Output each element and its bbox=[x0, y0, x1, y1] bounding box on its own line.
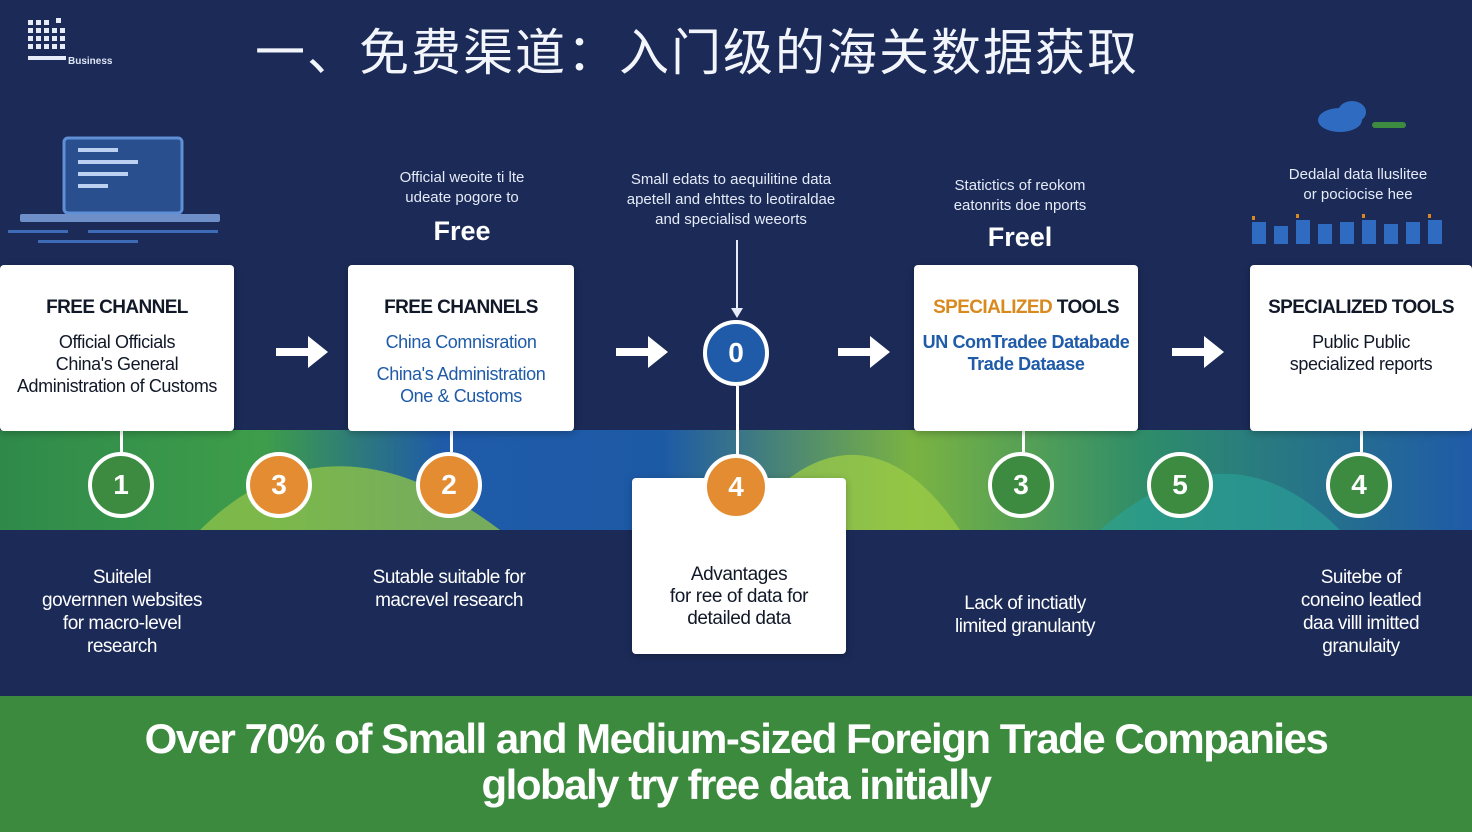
card-body: UN ComTradee Databade Trade Dataase bbox=[914, 331, 1138, 375]
top-label-3: Statictics of reokom eatonrits doe nport… bbox=[920, 176, 1120, 216]
top-label-line: Statictics of reokom bbox=[954, 177, 1086, 194]
card-specialized-tools-1: SPECIALIZED TOOLS UN ComTradee Databade … bbox=[914, 265, 1138, 431]
bottom-label-line: Suitelel bbox=[92, 567, 152, 588]
bottom-label-line: macrevel research bbox=[375, 590, 523, 611]
card-body: Official Officials China's General Admin… bbox=[0, 331, 234, 397]
card-line: UN ComTradee Databade bbox=[922, 332, 1130, 352]
bottom-label-line: research bbox=[87, 636, 157, 657]
card-line: Public Public bbox=[1312, 332, 1410, 352]
card-line: for ree of data for bbox=[669, 586, 809, 607]
bottom-label-line: limited granulanty bbox=[955, 616, 1095, 637]
card-line: detailed data bbox=[687, 608, 791, 629]
card-body: China Comnisration China's Administratio… bbox=[348, 331, 574, 407]
step-circle-4: 0 bbox=[703, 320, 769, 386]
bar-chart-icon bbox=[1252, 214, 1442, 244]
arrow-right-icon bbox=[838, 336, 890, 368]
footer-line-2: globaly try free data initially bbox=[481, 761, 993, 808]
logo-text: Business bbox=[68, 56, 113, 67]
bottom-label-line: governnen websites bbox=[42, 590, 203, 611]
card-heading: FREE CHANNEL bbox=[46, 297, 188, 318]
arrow-down-icon bbox=[731, 308, 743, 318]
top-label-line: apetell and ehttes to leotiraldae bbox=[626, 191, 836, 208]
top-label-line: Dedalal data lluslitee bbox=[1288, 166, 1428, 183]
card-line: Administration of Customs bbox=[16, 376, 218, 396]
step-circle-7: 5 bbox=[1147, 452, 1213, 518]
card-specialized-tools-2: SPECIALIZED TOOLS Public Public speciali… bbox=[1250, 265, 1472, 431]
card-line: Advantages bbox=[690, 564, 788, 585]
laptop-icon bbox=[8, 136, 220, 243]
card-advantages: Advantages for ree of data for detailed … bbox=[632, 478, 846, 654]
card-body: Advantages for ree of data for detailed … bbox=[632, 564, 846, 630]
bottom-label-line: Sutable suitable for bbox=[372, 567, 526, 588]
bottom-label-line: Suitebe of bbox=[1320, 567, 1402, 588]
page-title: 一、免费渠道：入门级的海关数据获取 bbox=[255, 24, 1139, 82]
card-line: Trade Dataase bbox=[967, 354, 1085, 374]
card-heading: FREE CHANNELS bbox=[384, 297, 538, 318]
top-label-line: Small edats to aequilitine data bbox=[630, 171, 832, 188]
bottom-label-line: Lack of inctiatly bbox=[964, 593, 1086, 614]
card-line: Official Officials bbox=[58, 332, 176, 352]
card-line: One & Customs bbox=[400, 386, 522, 406]
card-body: Public Public specialized reports bbox=[1250, 331, 1472, 375]
top-label-2: Small edats to aequilitine data apetell … bbox=[596, 170, 866, 230]
footer-line-1: Over 70% of Small and Medium-sized Forei… bbox=[144, 715, 1329, 762]
bottom-label-1: Suitelel governnen websites for macro-le… bbox=[0, 566, 244, 658]
card-heading: SPECIALIZED TOOLS bbox=[1268, 297, 1454, 318]
top-label-line: Official weoite ti lte bbox=[399, 169, 525, 186]
card-line: China Comnisration bbox=[385, 332, 537, 352]
bottom-label-line: granulaity bbox=[1322, 636, 1400, 657]
top-label-4: Dedalal data lluslitee or pociocise hee bbox=[1258, 165, 1458, 205]
arrow-right-icon bbox=[1172, 336, 1224, 368]
step-circle-2: 3 bbox=[246, 452, 312, 518]
free-label-3: Freel bbox=[987, 222, 1053, 252]
bottom-label-line: for macro-level bbox=[62, 613, 182, 634]
connector-line bbox=[120, 430, 123, 452]
step-circle-6: 3 bbox=[988, 452, 1054, 518]
connector-line bbox=[736, 386, 739, 456]
bottom-label-line: daa villl imitted bbox=[1302, 613, 1420, 634]
free-label-1: Free bbox=[433, 216, 491, 246]
connector-line bbox=[450, 430, 453, 452]
top-label-line: udeate pogore to bbox=[405, 189, 519, 206]
step-circle-5: 4 bbox=[703, 454, 769, 520]
connector-line bbox=[1360, 430, 1363, 452]
cloud-icon bbox=[1318, 101, 1406, 132]
step-circle-3: 2 bbox=[416, 452, 482, 518]
card-heading-rest: TOOLS bbox=[1056, 297, 1120, 318]
bottom-label-2: Sutable suitable for macrevel research bbox=[336, 566, 562, 612]
card-free-channels: FREE CHANNELS China Comnisration China's… bbox=[348, 265, 574, 431]
logo-icon bbox=[28, 18, 66, 60]
top-label-line: eatonrits doe nports bbox=[953, 197, 1087, 214]
footer-text: Over 70% of Small and Medium-sized Forei… bbox=[0, 716, 1472, 808]
card-heading: SPECIALIZED TOOLS bbox=[914, 297, 1138, 319]
card-line: specialized reports bbox=[1289, 354, 1433, 374]
top-label-line: or pociocise hee bbox=[1303, 186, 1413, 203]
footer-banner bbox=[0, 696, 1472, 832]
step-circle-8: 4 bbox=[1326, 452, 1392, 518]
arrow-right-icon bbox=[616, 336, 668, 368]
card-line: China's General bbox=[55, 354, 179, 374]
bottom-label-4: Suitebe of coneino leatled daa villl imi… bbox=[1250, 566, 1472, 658]
card-free-channel: FREE CHANNEL Official Officials China's … bbox=[0, 265, 234, 431]
bottom-label-line: coneino leatled bbox=[1300, 590, 1422, 611]
connector-line bbox=[736, 240, 738, 316]
top-label-line: and specialisd weeorts bbox=[655, 211, 807, 228]
step-circle-1: 1 bbox=[88, 452, 154, 518]
bottom-label-3: Lack of inctiatly limited granulanty bbox=[910, 592, 1140, 638]
top-label-1: Official weoite ti lte udeate pogore to bbox=[362, 168, 562, 208]
card-line: China's Administration bbox=[376, 364, 546, 384]
connector-line bbox=[1022, 430, 1025, 452]
card-heading-accent: SPECIALIZED bbox=[933, 297, 1053, 318]
arrow-right-icon bbox=[276, 336, 328, 368]
